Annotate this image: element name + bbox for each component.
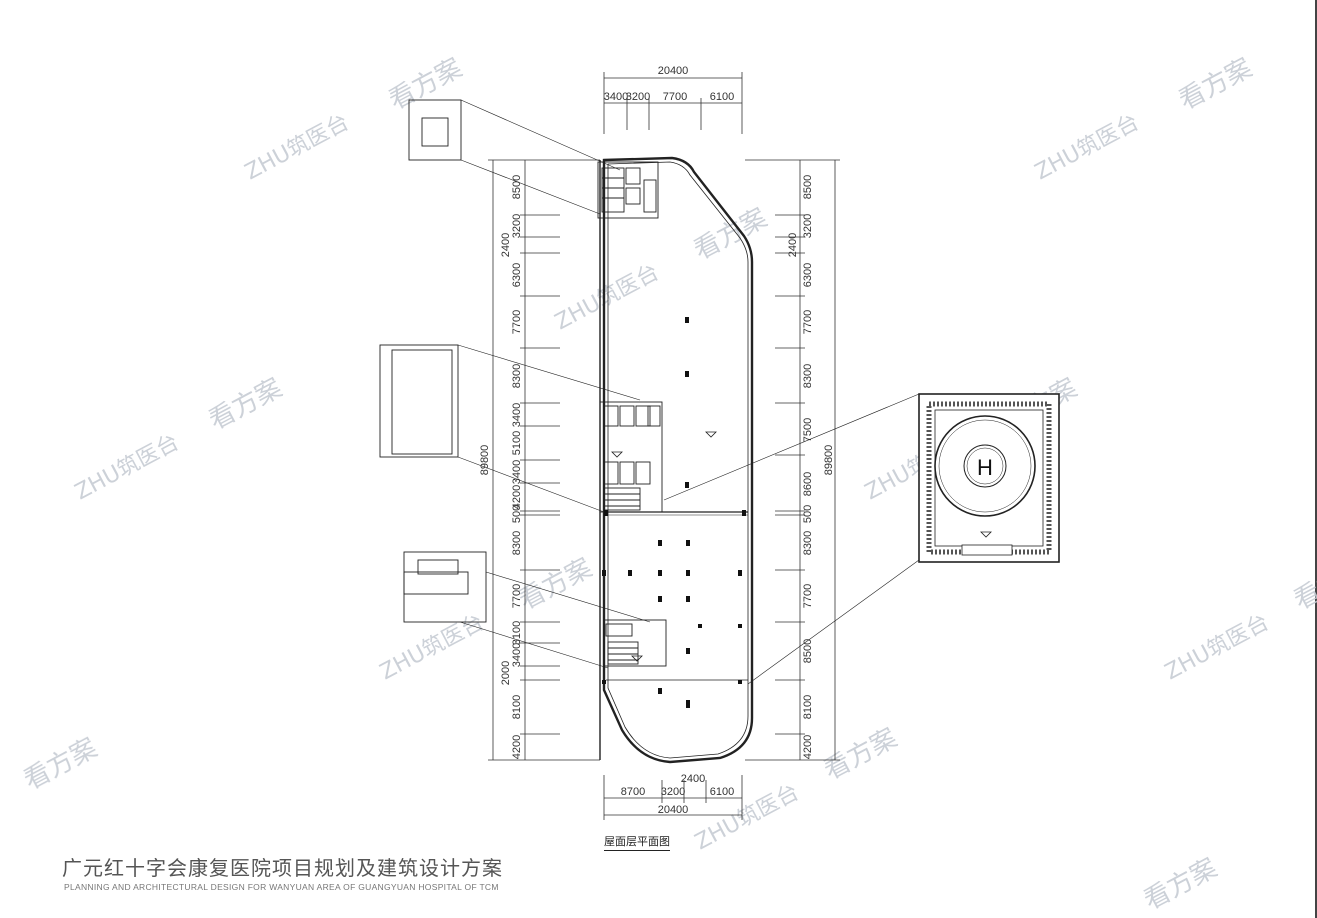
right-dimension-chain (745, 159, 840, 761)
core-bottom (603, 619, 667, 667)
watermark-logo: ZHU筑医台 (691, 780, 803, 855)
dim-right-seg: 6300 (802, 263, 814, 287)
dim-top-seg: 3400 (604, 91, 628, 103)
dim-left-total: 89800 (479, 445, 491, 476)
bottom-dimension-chain (603, 775, 743, 820)
dim-bottom-extra: 2400 (681, 773, 705, 785)
dim-right-seg: 8100 (802, 695, 814, 719)
watermark-brand: 看方案 (19, 733, 102, 796)
dim-left-seg: 7700 (511, 584, 523, 608)
dim-left-seg: 4200 (511, 485, 523, 509)
watermark-brand: 看方案 (1139, 853, 1222, 916)
core-middle (599, 401, 663, 513)
dim-right-seg: 3200 (802, 214, 814, 238)
dim-right-seg: 7500 (802, 418, 814, 442)
watermark-logo: ZHU筑医台 (551, 260, 663, 335)
dim-bottom-seg: 3200 (661, 786, 685, 798)
dim-right-seg: 500 (802, 505, 814, 523)
plan-title: 屋面层平面图 (604, 833, 670, 851)
dim-left-seg: 3200 (511, 214, 523, 238)
watermark-brand: 看方案 (819, 723, 902, 786)
dim-right-seg: 4200 (802, 735, 814, 759)
dim-left-seg: 3100 (511, 621, 523, 645)
dim-right-seg: 8500 (802, 175, 814, 199)
dim-left-seg: 8500 (511, 175, 523, 199)
core-top (597, 161, 659, 219)
dim-right-total: 89800 (823, 445, 835, 476)
dim-left-seg: 8300 (511, 531, 523, 555)
watermark-brand: 看方案 (689, 203, 772, 266)
dim-top-seg: 6100 (710, 91, 734, 103)
dim-bottom-seg: 8700 (621, 786, 645, 798)
dim-left-seg: 8100 (511, 695, 523, 719)
dim-right-seg: 2400 (787, 233, 799, 257)
dim-right-seg: 7700 (802, 584, 814, 608)
dim-top-seg: 3200 (626, 91, 650, 103)
dim-right-seg: 8300 (802, 364, 814, 388)
top-dimension-chain (603, 72, 743, 134)
dim-right-seg: 7700 (802, 310, 814, 334)
dim-left-seg: 500 (511, 505, 523, 523)
dim-left-seg: 2000 (500, 661, 512, 685)
dim-top-seg: 7700 (663, 91, 687, 103)
detail-callout-bottom (403, 551, 651, 669)
project-subtitle: PLANNING AND ARCHITECTURAL DESIGN FOR WA… (64, 882, 499, 892)
dim-left-seg: 8300 (511, 364, 523, 388)
structural-columns (602, 317, 746, 708)
dim-right-seg: 8300 (802, 531, 814, 555)
watermark-brand: 看方案 (204, 373, 287, 436)
watermark-logo: ZHU筑医台 (71, 430, 183, 505)
dim-left-seg: 3400 (511, 403, 523, 427)
watermark-brand: 看方案 (384, 53, 467, 116)
left-dimension-chain (488, 159, 600, 761)
dim-left-seg: 5100 (511, 431, 523, 455)
dim-right-seg: 8500 (802, 639, 814, 663)
project-title: 广元红十字会康复医院项目规划及建筑设计方案 (62, 856, 503, 880)
page-border (1315, 0, 1317, 918)
dim-bottom-total: 20400 (658, 804, 689, 816)
dim-left-seg: 3400 (511, 643, 523, 667)
dim-top-total: 20400 (658, 65, 689, 77)
dim-left-seg: 6300 (511, 263, 523, 287)
dim-left-seg: 7700 (511, 310, 523, 334)
drain-markers (611, 431, 717, 662)
heliport-detail: H (663, 393, 1060, 685)
dim-right-seg: 8600 (802, 472, 814, 496)
watermark-brand: 看方案 (1174, 53, 1257, 116)
dim-left-seg: 2400 (500, 233, 512, 257)
watermark-logo: ZHU筑医台 (1031, 110, 1143, 185)
watermark-logo: ZHU筑医台 (241, 110, 353, 185)
detail-callout-top (408, 99, 621, 215)
watermark-brand: 看方案 (1289, 553, 1317, 616)
watermark-logo: ZHU筑医台 (1161, 610, 1273, 685)
detail-callout-middle (379, 344, 641, 513)
dim-bottom-seg: 6100 (710, 786, 734, 798)
watermark-logo: ZHU筑医台 (376, 610, 488, 685)
heliport-h-letter: H (977, 455, 993, 480)
dim-left-seg: 4200 (511, 735, 523, 759)
